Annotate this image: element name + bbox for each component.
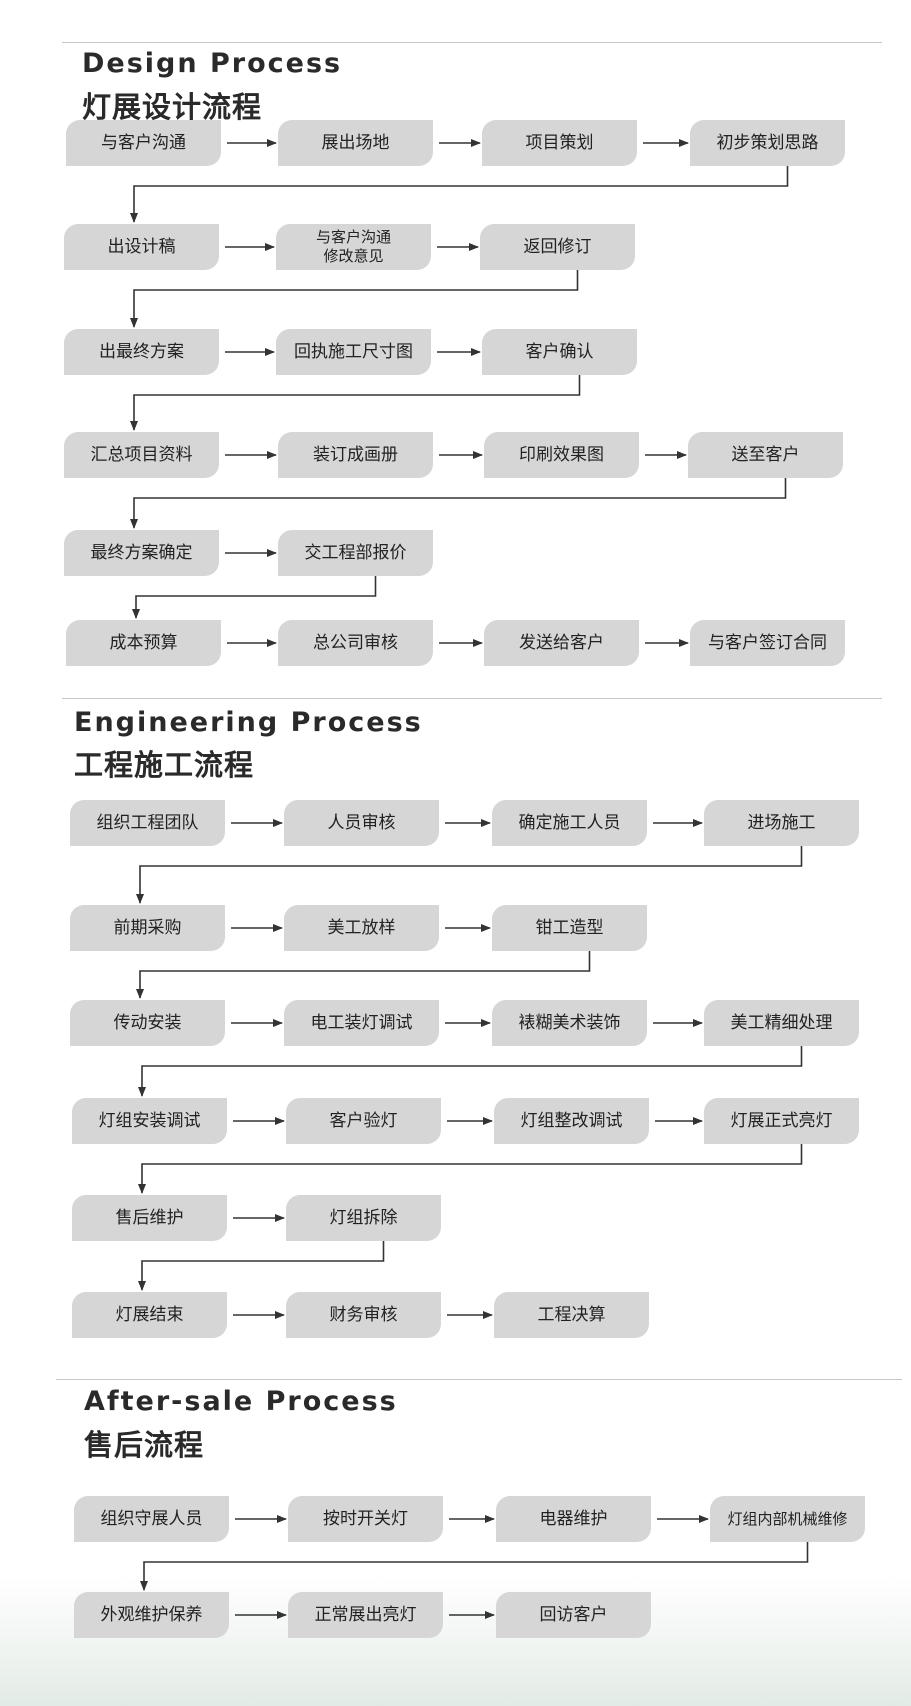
process-step: 回执施工尺寸图 [276, 329, 431, 375]
row-connector [136, 951, 591, 999]
row-connector [130, 478, 787, 529]
process-step: 确定施工人员 [492, 800, 647, 846]
process-step: 进场施工 [704, 800, 859, 846]
process-step: 返回修订 [480, 224, 635, 270]
process-step: 总公司审核 [278, 620, 433, 666]
process-step: 交工程部报价 [278, 530, 433, 576]
process-step: 人员审核 [284, 800, 439, 846]
process-step: 与客户沟通 [66, 120, 221, 166]
process-step: 财务审核 [286, 1292, 441, 1338]
process-step: 客户确认 [482, 329, 637, 375]
design-title-en: Design Process [82, 48, 343, 79]
after-sale-title-cn: 售后流程 [84, 1428, 205, 1462]
row-connector [130, 375, 581, 431]
process-step: 裱糊美术装饰 [492, 1000, 647, 1046]
process-step: 发送给客户 [484, 620, 639, 666]
engineering-title-cn: 工程施工流程 [74, 748, 255, 782]
process-step: 项目策划 [482, 120, 637, 166]
process-step: 与客户沟通 修改意见 [276, 224, 431, 270]
process-step: 组织工程团队 [70, 800, 225, 846]
engineering-title-en: Engineering Process [74, 707, 423, 738]
process-step: 展出场地 [278, 120, 433, 166]
row-connector [140, 1542, 809, 1591]
process-step: 钳工造型 [492, 905, 647, 951]
design-title-cn: 灯展设计流程 [82, 90, 263, 124]
process-step: 电工装灯调试 [284, 1000, 439, 1046]
process-step: 美工精细处理 [704, 1000, 859, 1046]
row-connector [130, 166, 789, 223]
process-step: 送至客户 [688, 432, 843, 478]
row-connector [132, 576, 377, 619]
process-step: 灯展结束 [72, 1292, 227, 1338]
row-connector [130, 270, 579, 328]
process-step: 电器维护 [496, 1496, 651, 1542]
process-step: 组织守展人员 [74, 1496, 229, 1542]
process-step: 售后维护 [72, 1195, 227, 1241]
after-sale-title-en: After-sale Process [84, 1386, 398, 1417]
process-step: 最终方案确定 [64, 530, 219, 576]
process-step: 按时开关灯 [288, 1496, 443, 1542]
top-divider [62, 42, 882, 43]
row-connector [138, 1144, 803, 1194]
divider-after-sale [56, 1379, 902, 1380]
process-step: 灯组拆除 [286, 1195, 441, 1241]
process-step: 外观维护保养 [74, 1592, 229, 1638]
process-step: 美工放样 [284, 905, 439, 951]
process-step: 成本预算 [66, 620, 221, 666]
process-step: 传动安装 [70, 1000, 225, 1046]
process-step: 装订成画册 [278, 432, 433, 478]
process-step: 初步策划思路 [690, 120, 845, 166]
divider-engineering [62, 698, 882, 699]
process-step: 灯组安装调试 [72, 1098, 227, 1144]
row-connector [136, 846, 803, 904]
process-step: 灯组内部机械维修 [710, 1496, 865, 1542]
process-step: 出最终方案 [64, 329, 219, 375]
process-step: 出设计稿 [64, 224, 219, 270]
process-step: 前期采购 [70, 905, 225, 951]
process-step: 客户验灯 [286, 1098, 441, 1144]
process-step: 工程决算 [494, 1292, 649, 1338]
process-step: 回访客户 [496, 1592, 651, 1638]
process-step: 正常展出亮灯 [288, 1592, 443, 1638]
process-step: 印刷效果图 [484, 432, 639, 478]
process-step: 灯展正式亮灯 [704, 1098, 859, 1144]
row-connector [138, 1241, 385, 1291]
process-step: 灯组整改调试 [494, 1098, 649, 1144]
process-step: 与客户签订合同 [690, 620, 845, 666]
process-step: 汇总项目资料 [64, 432, 219, 478]
row-connector [138, 1046, 803, 1097]
